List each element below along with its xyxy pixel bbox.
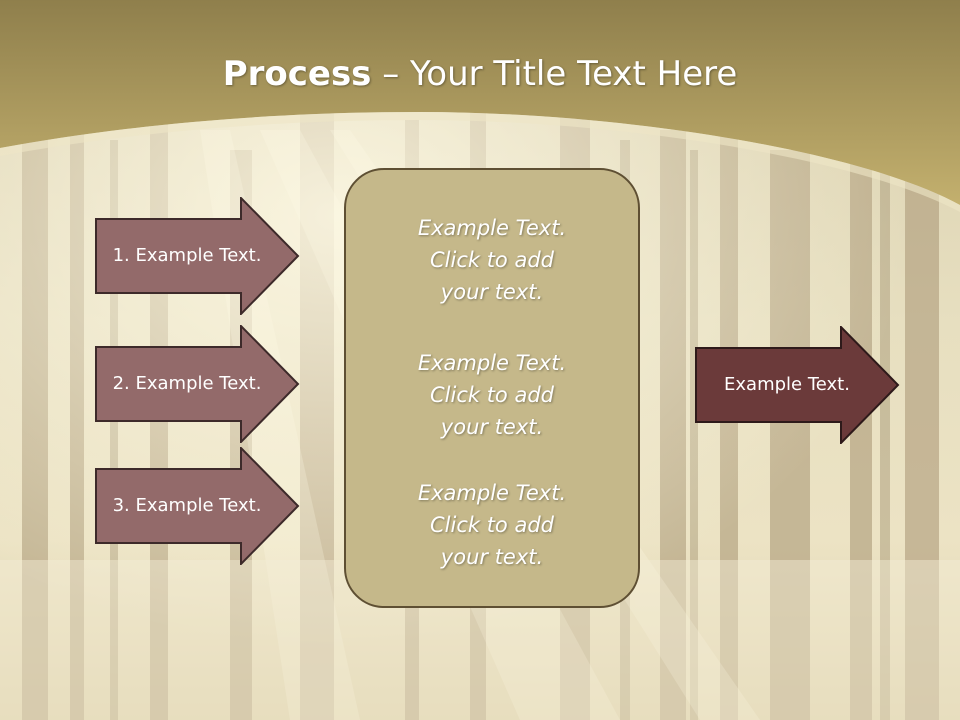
center-text-line: your text. [440, 280, 544, 304]
center-text-line: Click to add [429, 383, 554, 407]
step-arrow-label: 1. Example Text. [112, 245, 262, 266]
step-arrow-3[interactable]: 3. Example Text. [95, 447, 301, 565]
arrow-right-shape [95, 325, 300, 443]
step-arrow-1[interactable]: 1. Example Text. [95, 197, 301, 315]
title-bold-text: Process [222, 54, 372, 94]
step-arrow-label: 2. Example Text. [112, 373, 262, 394]
arrow-right-shape [95, 197, 300, 315]
center-text-line: Click to add [429, 513, 554, 537]
arrow-right-shape [695, 326, 900, 444]
step-arrow-2[interactable]: 2. Example Text. [95, 325, 301, 443]
center-text-line: your text. [440, 415, 544, 439]
center-text-line: your text. [440, 545, 544, 569]
title-rest-text: – Your Title Text Here [371, 54, 738, 94]
center-text-block-1[interactable]: Example Text. Click to add your text. [344, 212, 640, 308]
arrow-right-shape [95, 447, 300, 565]
center-text-box[interactable] [344, 168, 640, 608]
result-arrow-label: Example Text. [724, 374, 850, 395]
slide-title[interactable]: Process – Your Title Text Here [0, 52, 960, 96]
center-text-line: Example Text. [417, 481, 567, 505]
center-text-block-2[interactable]: Example Text. Click to add your text. [344, 347, 640, 443]
center-text-line: Example Text. [417, 216, 567, 240]
center-text-block-3[interactable]: Example Text. Click to add your text. [344, 477, 640, 573]
result-arrow[interactable]: Example Text. [695, 326, 901, 444]
center-text-line: Example Text. [417, 351, 567, 375]
step-arrow-label: 3. Example Text. [112, 495, 262, 516]
center-text-line: Click to add [429, 248, 554, 272]
